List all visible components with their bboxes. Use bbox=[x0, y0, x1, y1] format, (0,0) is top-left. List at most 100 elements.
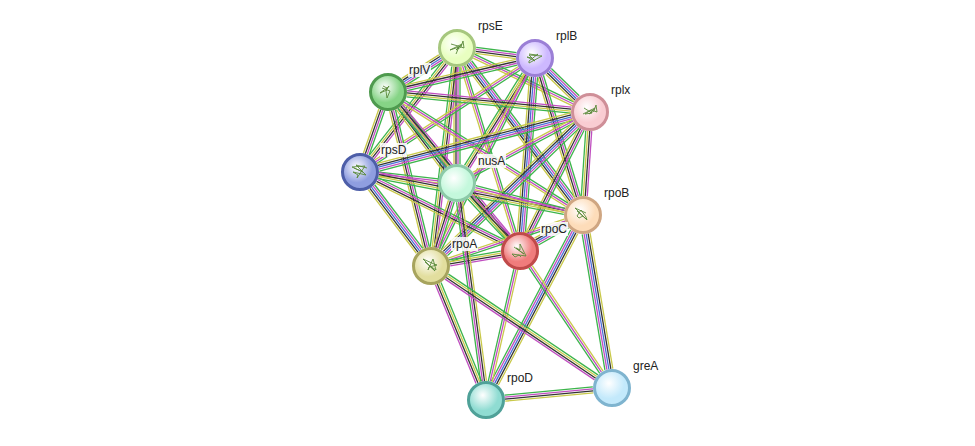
evidence-line bbox=[371, 187, 419, 251]
evidence-line bbox=[446, 277, 595, 378]
node-label: rpsD bbox=[380, 143, 407, 157]
evidence-line bbox=[449, 251, 501, 260]
evidence-line bbox=[475, 190, 564, 213]
evidence-line bbox=[550, 70, 578, 97]
structure-trace bbox=[450, 41, 464, 54]
evidence-line bbox=[476, 186, 565, 209]
evidence-line bbox=[505, 393, 593, 401]
evidence-line bbox=[586, 234, 609, 370]
evidence-line bbox=[437, 284, 478, 383]
interaction-edge bbox=[505, 387, 594, 401]
interaction-edge bbox=[581, 131, 591, 196]
structure-icon bbox=[441, 32, 473, 64]
node-label: rpoB bbox=[603, 186, 630, 200]
interaction-edge bbox=[468, 195, 510, 239]
protein-node: greA bbox=[593, 369, 631, 407]
structure-icon bbox=[567, 199, 599, 231]
structure-trace bbox=[583, 105, 597, 114]
evidence-line bbox=[588, 233, 611, 369]
protein-node: rpoD bbox=[467, 381, 505, 419]
evidence-line bbox=[365, 110, 380, 154]
protein-node: rpsE bbox=[438, 29, 476, 67]
protein-node: rpoB bbox=[564, 196, 602, 234]
node-label: rplB bbox=[555, 29, 578, 43]
evidence-line bbox=[581, 131, 585, 196]
interaction-edge bbox=[535, 221, 569, 245]
evidence-line bbox=[407, 95, 571, 111]
evidence-line bbox=[488, 269, 514, 381]
node-label: rpsE bbox=[477, 19, 504, 33]
evidence-line bbox=[403, 57, 440, 81]
structure-icon bbox=[344, 156, 376, 188]
evidence-line bbox=[448, 274, 597, 375]
evidence-line bbox=[407, 63, 517, 88]
interaction-edge bbox=[546, 68, 579, 101]
evidence-line bbox=[505, 391, 593, 399]
evidence-line bbox=[469, 198, 506, 238]
protein-node: rpsD bbox=[341, 153, 379, 191]
node-label: rpoC bbox=[540, 222, 568, 236]
interaction-edge bbox=[368, 185, 422, 253]
evidence-line bbox=[403, 104, 566, 207]
node-label: rplV bbox=[408, 63, 431, 77]
evidence-line bbox=[450, 253, 502, 262]
evidence-line bbox=[471, 196, 508, 236]
structure-icon bbox=[372, 76, 404, 108]
structure-trace bbox=[352, 165, 367, 178]
evidence-line bbox=[375, 185, 423, 249]
interaction-edge bbox=[475, 47, 516, 58]
evidence-line bbox=[370, 188, 418, 252]
evidence-line bbox=[519, 77, 531, 232]
evidence-line bbox=[368, 190, 416, 254]
interaction-edge bbox=[435, 282, 481, 383]
evidence-line bbox=[505, 389, 593, 397]
structure-trace bbox=[527, 54, 542, 63]
evidence-line bbox=[436, 201, 451, 248]
evidence-line bbox=[407, 97, 571, 113]
protein-node: rpoC bbox=[501, 232, 539, 270]
structure-icon bbox=[574, 96, 606, 128]
evidence-line bbox=[373, 186, 421, 250]
evidence-line bbox=[450, 255, 502, 264]
evidence-line bbox=[447, 276, 596, 377]
protein-node: nusA bbox=[438, 164, 476, 202]
interaction-edge bbox=[445, 274, 598, 380]
evidence-line bbox=[445, 279, 594, 380]
evidence-line bbox=[551, 68, 579, 95]
node-label: rplx bbox=[610, 83, 631, 97]
structure-trace bbox=[380, 86, 390, 98]
interaction-edge bbox=[491, 230, 577, 385]
interaction-edge bbox=[398, 105, 510, 239]
evidence-line bbox=[475, 123, 574, 176]
evidence-line bbox=[517, 77, 529, 232]
evidence-line bbox=[407, 93, 571, 109]
protein-node: rplV bbox=[369, 73, 407, 111]
evidence-line bbox=[472, 195, 509, 235]
interaction-edge bbox=[407, 91, 572, 113]
interaction-edge bbox=[529, 266, 603, 374]
evidence-line bbox=[549, 71, 577, 98]
evidence-line bbox=[532, 266, 603, 371]
evidence-line bbox=[434, 200, 449, 247]
node-label: rpoD bbox=[506, 371, 534, 385]
evidence-line bbox=[457, 67, 458, 164]
evidence-line bbox=[378, 117, 571, 167]
evidence-line bbox=[379, 119, 572, 169]
interaction-edge bbox=[449, 251, 502, 266]
structure-trace bbox=[423, 259, 437, 271]
evidence-line bbox=[465, 73, 523, 166]
interaction-edge bbox=[475, 186, 565, 213]
protein-node: rplx bbox=[571, 93, 609, 131]
evidence-line bbox=[547, 73, 575, 100]
evidence-line bbox=[402, 105, 510, 235]
node-label: rpoA bbox=[451, 237, 478, 251]
structure-trace bbox=[575, 208, 587, 220]
evidence-line bbox=[379, 121, 572, 171]
evidence-line bbox=[475, 188, 564, 211]
evidence-line bbox=[465, 66, 517, 233]
evidence-line bbox=[363, 109, 378, 153]
node-label: greA bbox=[632, 359, 659, 373]
structure-trace bbox=[512, 244, 526, 257]
evidence-line bbox=[590, 233, 613, 369]
